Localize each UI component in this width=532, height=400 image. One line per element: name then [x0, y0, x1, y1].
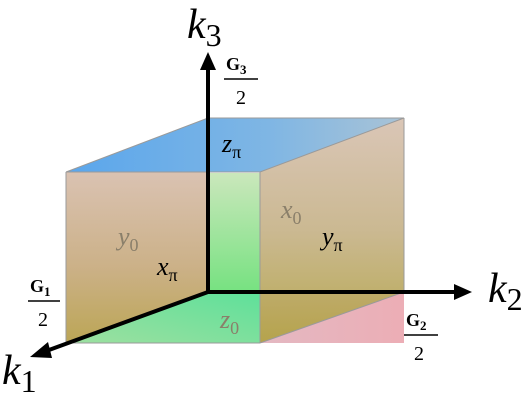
top-face-zpi: [66, 118, 404, 172]
k2-arrowhead: [454, 284, 472, 300]
face-label-x-pi: xπ: [156, 252, 178, 285]
svg-text:G1: G1: [30, 276, 51, 299]
front-face: [66, 172, 208, 343]
axes: [37, 62, 462, 356]
back-face-green: [208, 173, 260, 292]
svg-text:G2: G2: [406, 310, 427, 333]
svg-text:G3: G3: [226, 54, 247, 77]
k3-arrowhead: [200, 52, 216, 70]
face-label-y-pi: yπ: [319, 222, 343, 255]
svg-text:2: 2: [414, 343, 424, 365]
k1-arrowhead: [30, 342, 52, 358]
right-face: [260, 118, 404, 343]
face-label-y-0: y0: [115, 222, 139, 255]
svg-text:2: 2: [38, 309, 48, 331]
g3-over-2-label: G3 2: [224, 54, 258, 109]
face-label-z-pi: zπ: [221, 129, 241, 162]
cube-edges: [65, 117, 405, 344]
face-label-x-0: x0: [280, 195, 302, 228]
k2-axis-label: k2: [488, 266, 523, 317]
g1-over-2-label: G1 2: [28, 276, 60, 331]
face-label-z-0: z0: [219, 305, 239, 338]
k1-axis-line: [37, 290, 209, 356]
svg-text:2: 2: [236, 87, 246, 109]
k3-axis-label: k3: [187, 2, 222, 53]
k1-axis-label: k1: [2, 348, 37, 399]
g2-over-2-label: G2 2: [404, 310, 438, 365]
